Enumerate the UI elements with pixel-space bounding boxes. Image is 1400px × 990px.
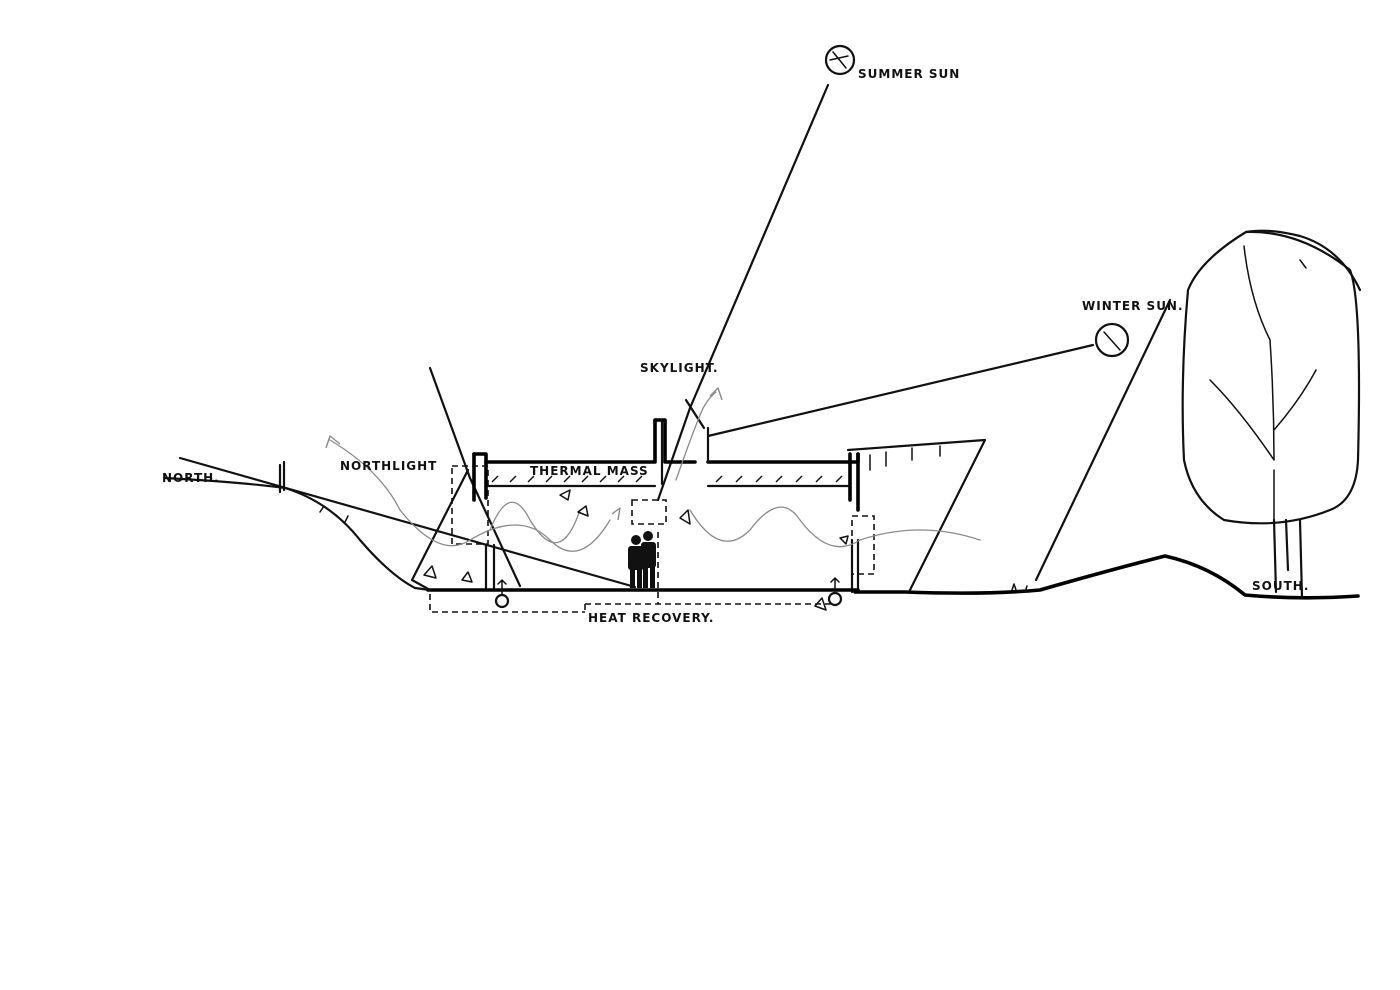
grass-tufts bbox=[319, 505, 1028, 593]
airflow-lines bbox=[325, 387, 981, 552]
flow-arrow-icons bbox=[423, 489, 849, 611]
north-label: NORTH. bbox=[162, 471, 220, 485]
north-light-label: NORTHLIGHT bbox=[340, 459, 437, 473]
north-post bbox=[278, 460, 286, 494]
heat-recovery-label: HEAT RECOVERY. bbox=[588, 611, 714, 625]
north-sight-line bbox=[178, 456, 637, 589]
winter-sun-icon bbox=[1094, 322, 1130, 358]
summer-sun-icon bbox=[824, 44, 856, 76]
people-silhouette-icon bbox=[628, 531, 656, 588]
winter-sun-ray bbox=[706, 343, 1095, 438]
summer-sun-ray bbox=[656, 83, 830, 502]
tree-icon bbox=[1181, 229, 1362, 600]
south-label: SOUTH. bbox=[1252, 579, 1309, 593]
building-section bbox=[410, 398, 987, 613]
south-sight-line bbox=[1034, 298, 1172, 582]
thermal-mass-label: THERMAL MASS bbox=[530, 464, 649, 478]
skylight-label: SKYLIGHT. bbox=[640, 361, 719, 375]
summer-sun-label: SUMMER SUN bbox=[858, 67, 960, 81]
heat-recovery-duct bbox=[429, 532, 835, 613]
thermal-mass-hatch bbox=[491, 475, 843, 483]
ground-line-north bbox=[163, 476, 432, 592]
ground-line-south bbox=[853, 554, 1360, 600]
winter-sun-label: WINTER SUN. bbox=[1082, 299, 1184, 313]
